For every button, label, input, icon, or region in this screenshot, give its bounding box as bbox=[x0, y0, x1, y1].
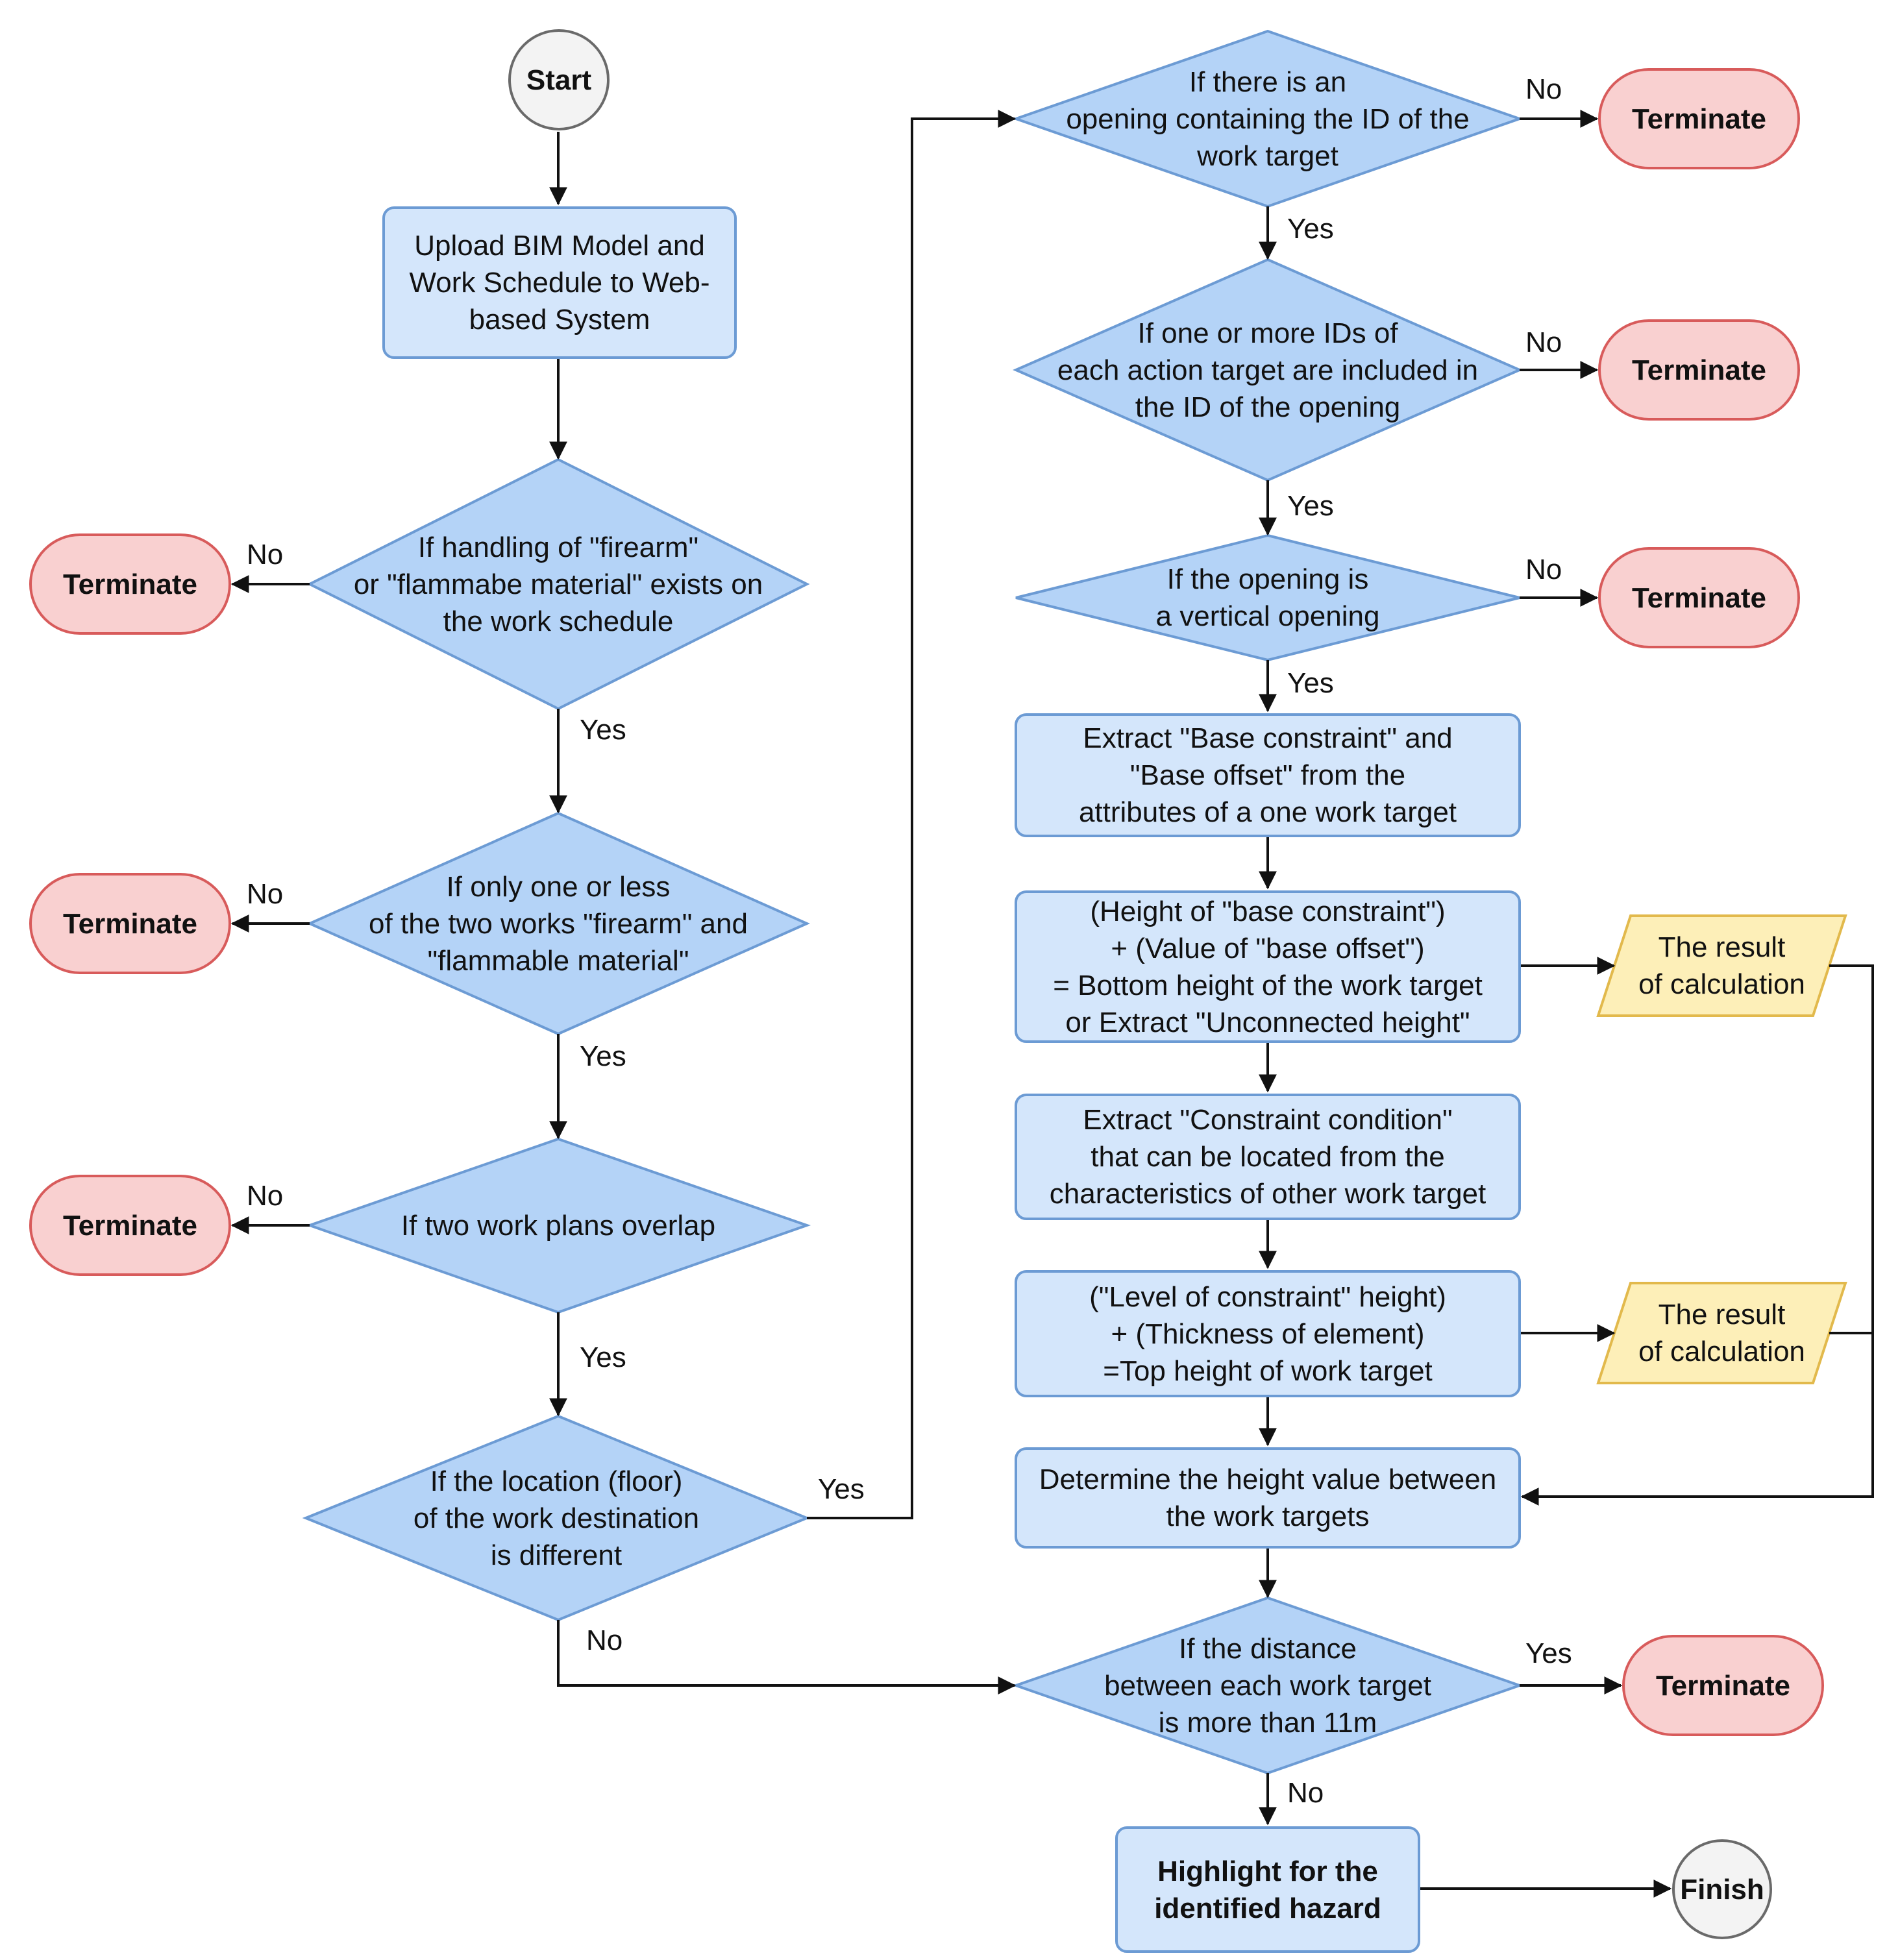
edge-label-ids-no: No bbox=[1525, 326, 1562, 358]
edge-label-opening-yes: Yes bbox=[1287, 213, 1334, 245]
terminate-vertical: Terminate bbox=[1598, 547, 1800, 648]
decision-location: If the location (floor) of the work dest… bbox=[306, 1416, 807, 1620]
decision-ids-included: If one or more IDs of each action target… bbox=[1016, 260, 1520, 480]
terminate-label: Terminate bbox=[62, 568, 198, 600]
decision-vertical: If the opening is a vertical opening bbox=[1016, 535, 1520, 660]
edge-label-handling-yes: Yes bbox=[580, 714, 626, 746]
data-result-1-label: The result of calculation bbox=[1638, 931, 1805, 1000]
start-label: Start bbox=[526, 64, 592, 96]
extract-constraint-label: Extract "Constraint condition" that can … bbox=[1049, 1104, 1486, 1210]
edge-label-opening-no: No bbox=[1525, 73, 1562, 105]
terminate-distance: Terminate bbox=[1622, 1635, 1824, 1736]
extract-constraint-process: Extract "Constraint condition" that can … bbox=[1015, 1094, 1521, 1220]
height-calc-process: (Height of "base constraint") + (Value o… bbox=[1015, 890, 1521, 1043]
terminate-overlap: Terminate bbox=[29, 1175, 231, 1276]
decision-opening-id-label: If there is an opening containing the ID… bbox=[1066, 66, 1470, 172]
edge-label-vertical-yes: Yes bbox=[1287, 667, 1334, 699]
decision-handling: If handling of "firearm" or "flammabe ma… bbox=[310, 459, 807, 709]
decision-distance-label: If the distance between each work target… bbox=[1104, 1632, 1431, 1739]
upload-label: Upload BIM Model and Work Schedule to We… bbox=[409, 230, 710, 336]
edge-label-onlyone-no: No bbox=[247, 878, 284, 910]
data-result-2-label: The result of calculation bbox=[1638, 1299, 1805, 1367]
determine-process: Determine the height value between the w… bbox=[1015, 1447, 1521, 1549]
terminate-onlyone: Terminate bbox=[29, 873, 231, 974]
edge-label-location-yes: Yes bbox=[818, 1473, 865, 1505]
edge-label-handling-no: No bbox=[247, 539, 284, 570]
decision-distance: If the distance between each work target… bbox=[1016, 1598, 1520, 1773]
terminate-label: Terminate bbox=[1631, 354, 1767, 386]
data-result-1: The result of calculation bbox=[1598, 916, 1845, 1016]
edge-label-distance-no: No bbox=[1287, 1777, 1324, 1809]
decision-overlap-label: If two work plans overlap bbox=[401, 1210, 716, 1242]
edge-label-overlap-yes: Yes bbox=[580, 1341, 626, 1373]
height-calc-label: (Height of "base constraint") + (Value o… bbox=[1053, 895, 1483, 1038]
edge-label-location-no: No bbox=[586, 1624, 623, 1656]
extract-base-process: Extract "Base constraint" and "Base offs… bbox=[1015, 713, 1521, 837]
terminate-label: Terminate bbox=[1631, 582, 1767, 614]
top-calc-process: ("Level of constraint" height) + (Thickn… bbox=[1015, 1270, 1521, 1397]
terminate-handling: Terminate bbox=[29, 533, 231, 635]
decision-onlyone: If only one or less of the two works "fi… bbox=[310, 813, 807, 1034]
data-result-2: The result of calculation bbox=[1598, 1283, 1845, 1383]
decision-ids-included-label: If one or more IDs of each action target… bbox=[1057, 317, 1479, 423]
edge-label-distance-yes: Yes bbox=[1525, 1637, 1572, 1669]
edge-location-distance bbox=[557, 1620, 1017, 1695]
start-node: Start bbox=[508, 29, 610, 130]
data-result-1-shape bbox=[1596, 914, 1847, 1017]
edge-label-ids-yes: Yes bbox=[1287, 490, 1334, 522]
decision-vertical-label: If the opening is a vertical opening bbox=[1155, 563, 1380, 632]
decision-onlyone-label: If only one or less of the two works "fi… bbox=[369, 870, 748, 977]
decision-location-label: If the location (floor) of the work dest… bbox=[413, 1465, 700, 1571]
decision-opening-id: If there is an opening containing the ID… bbox=[1016, 31, 1520, 206]
terminate-opening: Terminate bbox=[1598, 68, 1800, 169]
terminate-ids: Terminate bbox=[1598, 319, 1800, 421]
data-result-2-shape bbox=[1596, 1282, 1847, 1384]
edge-results-determine bbox=[1520, 964, 1874, 1506]
highlight-label: Highlight for the identified hazard bbox=[1154, 1855, 1381, 1924]
top-calc-label: ("Level of constraint" height) + (Thickn… bbox=[1089, 1280, 1446, 1387]
decision-overlap: If two work plans overlap bbox=[310, 1139, 807, 1312]
decision-handling-label: If handling of "firearm" or "flammabe ma… bbox=[353, 531, 763, 637]
edge-location-opening bbox=[807, 110, 1017, 1519]
upload-process: Upload BIM Model and Work Schedule to We… bbox=[382, 206, 737, 359]
determine-label: Determine the height value between the w… bbox=[1039, 1464, 1497, 1532]
finish-node: Finish bbox=[1672, 1839, 1772, 1939]
terminate-label: Terminate bbox=[1655, 1669, 1791, 1702]
terminate-label: Terminate bbox=[62, 1209, 198, 1242]
highlight-process: Highlight for the identified hazard bbox=[1115, 1826, 1420, 1953]
edge-label-overlap-no: No bbox=[247, 1180, 284, 1212]
edge-label-onlyone-yes: Yes bbox=[580, 1040, 626, 1072]
finish-label: Finish bbox=[1680, 1873, 1764, 1905]
terminate-label: Terminate bbox=[62, 907, 198, 940]
edge-label-vertical-no: No bbox=[1525, 554, 1562, 585]
terminate-label: Terminate bbox=[1631, 103, 1767, 135]
extract-base-label: Extract "Base constraint" and "Base offs… bbox=[1078, 722, 1457, 828]
